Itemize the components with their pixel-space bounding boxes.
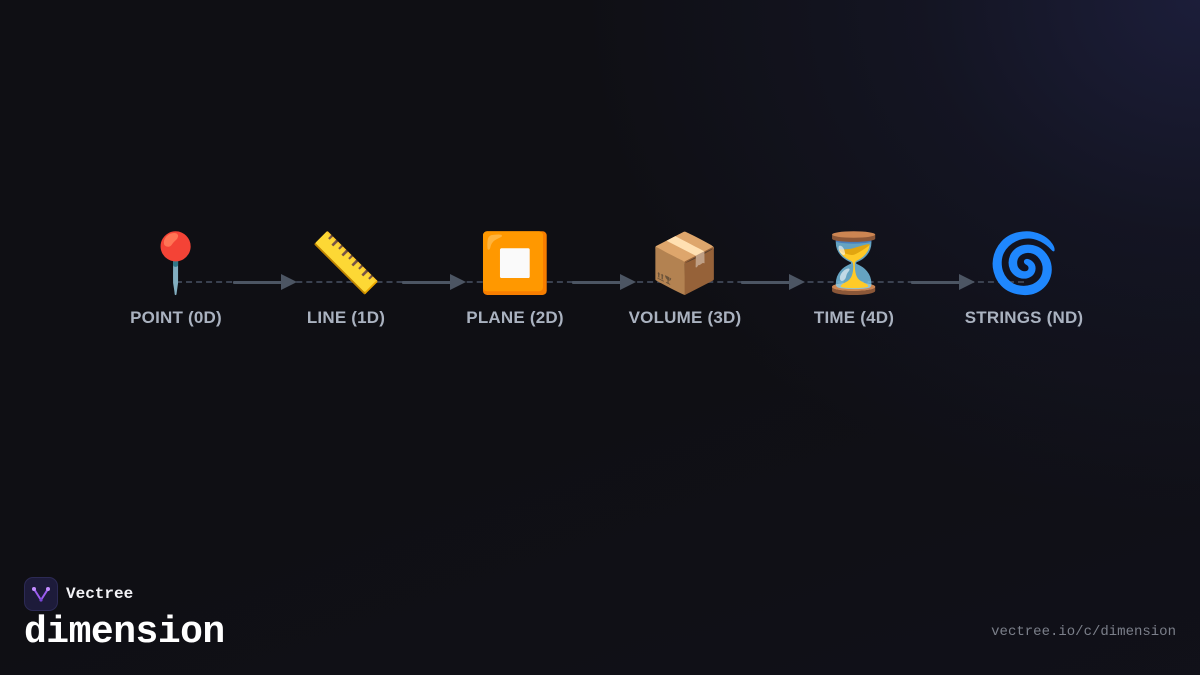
stage-plane: ⏹️ PLANE (2D) xyxy=(425,228,605,328)
page-url[interactable]: vectree.io/c/dimension xyxy=(991,624,1176,640)
round-pushpin-icon: 📍 xyxy=(139,229,213,297)
page-title: dimension xyxy=(24,611,225,654)
stage-label: PLANE (2D) xyxy=(466,308,564,327)
stage-point: 📍 POINT (0D) xyxy=(86,228,266,328)
stage-label: STRINGS (ND) xyxy=(964,308,1084,327)
cyclone-spiral-icon: 🌀 xyxy=(987,229,1061,297)
stage-label: LINE (1D) xyxy=(306,308,386,327)
package-box-icon: 📦 xyxy=(648,229,722,297)
stage-label: POINT (0D) xyxy=(130,308,222,327)
stage-strings: 🌀 STRINGS (ND) xyxy=(934,228,1114,328)
stage-volume: 📦 VOLUME (3D) xyxy=(595,228,775,328)
straight-ruler-icon: 📏 xyxy=(309,229,383,297)
stage-time: ⏳ TIME (4D) xyxy=(764,228,944,328)
brand[interactable]: Vectree xyxy=(24,577,133,611)
vectree-logo-glyph xyxy=(32,587,50,602)
vectree-logo-icon xyxy=(24,577,58,611)
stage-label: VOLUME (3D) xyxy=(628,308,742,327)
stage-line: 📏 LINE (1D) xyxy=(256,228,436,328)
hourglass-icon: ⏳ xyxy=(817,229,891,297)
stage-label: TIME (4D) xyxy=(813,308,895,327)
stop-square-icon: ⏹️ xyxy=(478,229,552,297)
brand-name: Vectree xyxy=(66,585,134,603)
